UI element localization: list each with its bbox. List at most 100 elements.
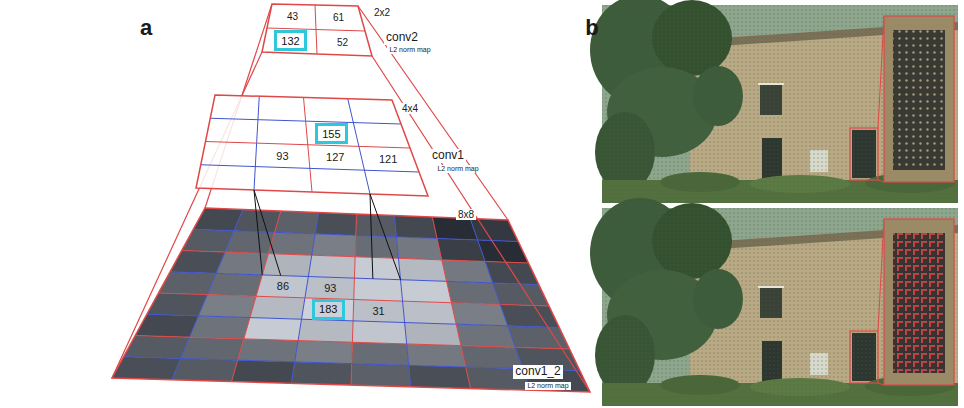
highlight-cell: 183 xyxy=(312,299,345,320)
grid-cell xyxy=(159,272,217,295)
grid-cell xyxy=(407,344,466,367)
cell-value: 183 xyxy=(319,303,337,315)
grid-line xyxy=(201,165,419,172)
grid-cell xyxy=(170,251,225,274)
grid-size: 4x4 xyxy=(400,103,420,114)
grid-cell xyxy=(302,298,354,321)
grid-cell xyxy=(238,339,298,362)
grid-cell xyxy=(409,365,471,388)
receptive-line xyxy=(254,190,281,276)
cell-value: 132 xyxy=(281,35,299,47)
inset-door xyxy=(893,233,945,373)
grid-line xyxy=(394,216,410,387)
grid-cell xyxy=(250,296,305,319)
grid-size: 2x2 xyxy=(372,7,392,18)
grid-cell xyxy=(485,261,539,284)
grid-line xyxy=(206,142,411,149)
grid-cell xyxy=(401,280,452,303)
grid-cell xyxy=(268,232,315,255)
grid-cell xyxy=(181,337,244,360)
grid-cell xyxy=(308,255,355,278)
cell-value: 155 xyxy=(322,128,340,140)
cell-value: 93 xyxy=(276,150,288,162)
grid-line xyxy=(147,314,559,327)
grid-cell xyxy=(405,323,461,346)
grid-cell xyxy=(207,273,262,296)
panel-letter: a xyxy=(140,16,152,40)
grid-cell xyxy=(356,214,397,237)
grid-outline xyxy=(196,95,428,196)
grid-cell xyxy=(291,362,351,385)
grid-cell xyxy=(254,167,312,192)
cell-value: 93 xyxy=(324,282,336,294)
grid-cell xyxy=(315,5,365,31)
grid-cell xyxy=(262,28,317,54)
photo xyxy=(590,198,958,406)
layer-name: conv1_2 xyxy=(513,365,562,378)
map-name: L2 norm map xyxy=(435,165,480,173)
grid-cell xyxy=(275,211,319,234)
pyramid-grids xyxy=(112,4,590,392)
photo xyxy=(590,0,958,203)
grid-line xyxy=(135,336,569,350)
grid-cell xyxy=(364,170,428,196)
cell-value: 52 xyxy=(337,37,348,48)
panel-letter: b xyxy=(585,16,598,40)
grid-cell xyxy=(257,120,308,145)
grid-cell xyxy=(396,237,441,260)
grid-outline xyxy=(112,208,590,392)
inset-dots xyxy=(893,30,945,170)
grid-cell xyxy=(232,360,295,383)
grid-cell xyxy=(316,30,372,57)
pyramid-edge xyxy=(372,56,590,392)
grid-outline xyxy=(262,4,372,56)
cell-value: 31 xyxy=(372,305,384,317)
grid-cell xyxy=(196,165,255,190)
grid-cell xyxy=(262,254,312,277)
cell-value: 121 xyxy=(379,153,397,165)
inset-door xyxy=(893,30,945,170)
grid-cell xyxy=(172,359,238,382)
grid-cell xyxy=(210,95,259,120)
grid-cell xyxy=(267,4,316,30)
grid-cell xyxy=(456,324,515,347)
grid-cell xyxy=(206,118,258,143)
grid-cell xyxy=(352,321,406,344)
grid-cell xyxy=(310,168,370,194)
grid-cell xyxy=(308,145,365,170)
layer-name: conv2 xyxy=(384,31,420,44)
grid-size: 8x8 xyxy=(456,209,476,220)
grid-cell xyxy=(442,260,493,283)
grid-line xyxy=(159,293,550,306)
grid-cell xyxy=(315,213,356,236)
layer-name: conv1 xyxy=(430,149,466,162)
cell-value: 127 xyxy=(326,151,344,163)
grid-cell xyxy=(478,240,529,263)
grid-cell xyxy=(353,300,405,323)
grid-cell xyxy=(244,318,302,341)
grid-cell xyxy=(312,234,356,257)
receptive-line xyxy=(370,194,373,279)
grid-cell xyxy=(399,258,447,281)
highlight-cell: 132 xyxy=(274,30,307,51)
grid-cell xyxy=(447,281,501,304)
grid-cell xyxy=(258,96,306,121)
pyramid-edge xyxy=(112,52,262,378)
highlight-cell: 155 xyxy=(315,123,348,144)
grid-line xyxy=(124,357,580,371)
cell-value: 61 xyxy=(333,12,344,23)
grid-cell xyxy=(201,142,257,167)
cell-value: 43 xyxy=(287,11,298,22)
grid-cell xyxy=(298,319,353,342)
grid-line xyxy=(432,217,470,389)
receptive-line xyxy=(370,194,401,280)
grid-cell xyxy=(305,277,355,300)
map-name: L2 norm map xyxy=(387,46,432,54)
grid-cell xyxy=(306,121,359,146)
grid-cell xyxy=(352,342,409,365)
grid-cell xyxy=(190,316,251,339)
cell-value: 86 xyxy=(277,280,289,292)
grid-cell xyxy=(359,146,419,172)
grid-cell xyxy=(394,216,437,239)
